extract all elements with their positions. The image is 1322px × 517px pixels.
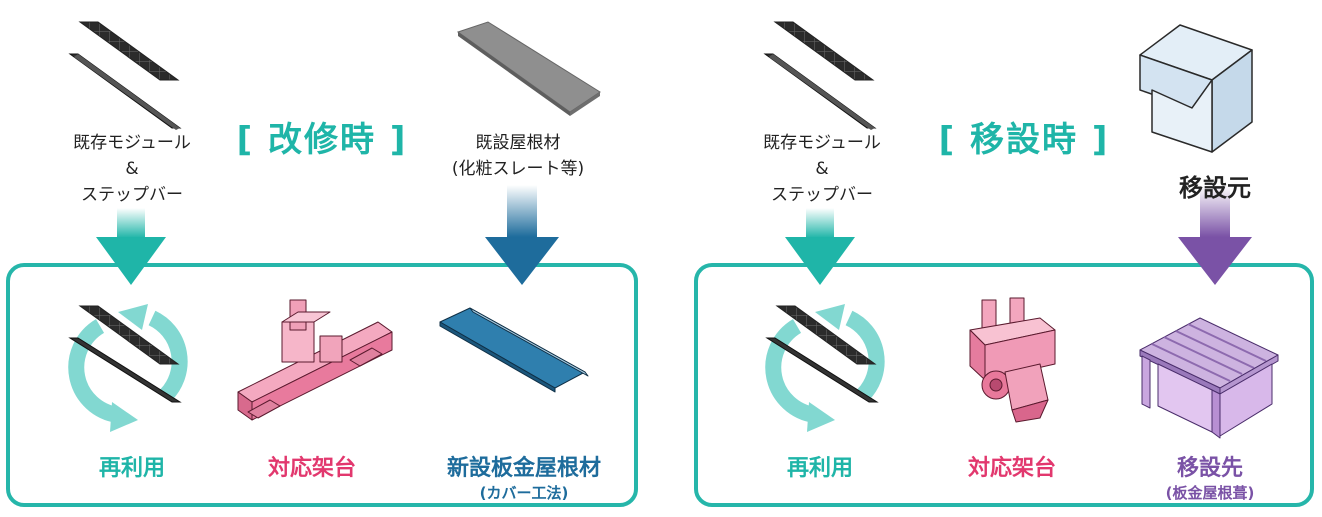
result-label-relocate-to: 移設先 — [1176, 456, 1243, 481]
recycle-icon — [68, 304, 188, 432]
source-line: ステップバー — [771, 185, 873, 205]
right-result-panel — [694, 263, 1314, 507]
module-stepbar-icon — [68, 21, 182, 130]
title-renovation: [ 改修時 ] — [236, 120, 408, 160]
mounting-bracket-icon — [969, 297, 1056, 423]
module-stepbar-icon — [763, 21, 877, 130]
module-stepbar-icon — [68, 305, 182, 403]
result-label-new-roof: 新設板金屋根材 — [446, 456, 601, 481]
house-icon — [1139, 24, 1253, 153]
carport-roof-icon — [1139, 317, 1279, 439]
roof-sheet-icon — [456, 21, 601, 116]
source-label-module: 既存モジュール & ステップバー — [32, 130, 232, 208]
result-sublabel-cover-method: (カバー工法) — [479, 484, 569, 502]
source-line: & — [815, 159, 829, 179]
mounting-rack-icon — [237, 299, 393, 421]
result-sublabel-metal-roofing: (板金屋根葺) — [1165, 484, 1255, 502]
recycle-icon — [765, 304, 885, 432]
source-line: 既設屋根材 — [475, 133, 561, 153]
left-reuse-arrow — [96, 208, 166, 285]
source-line: ステップバー — [81, 185, 183, 205]
module-stepbar-icon — [765, 305, 879, 403]
left-roof-arrow — [485, 185, 559, 285]
result-label-reuse: 再利用 — [98, 456, 165, 481]
source-line: 既存モジュール — [763, 133, 881, 153]
left-result-panel — [6, 263, 638, 507]
source-line: 既存モジュール — [73, 133, 191, 153]
source-line: & — [125, 159, 139, 179]
right-reuse-arrow — [785, 208, 855, 285]
title-relocation: [ 移設時 ] — [938, 120, 1110, 160]
result-label-reuse: 再利用 — [786, 456, 853, 481]
metal-roof-panel-icon — [439, 307, 589, 393]
source-label-module: 既存モジュール & ステップバー — [722, 130, 922, 208]
source-label-roof: 既設屋根材 (化粧スレート等) — [418, 130, 618, 182]
right-relocate-arrow — [1178, 185, 1252, 285]
result-label-rack: 対応架台 — [267, 456, 356, 481]
source-label-relocate-from: 移設元 — [1179, 174, 1251, 202]
source-line: (化粧スレート等) — [451, 159, 585, 179]
result-label-bracket: 対応架台 — [967, 456, 1056, 481]
